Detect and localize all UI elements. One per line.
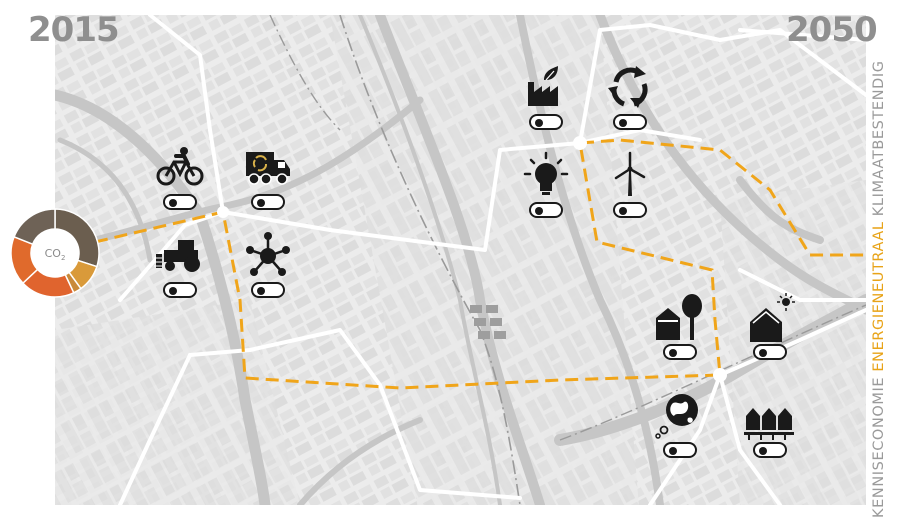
- earth-thought-icon: [655, 394, 698, 439]
- measure-recycle: [600, 62, 660, 142]
- svg-text:CO2: CO2: [45, 247, 66, 262]
- lightbulb-icon: [523, 151, 569, 195]
- measure-lightbulb: [516, 150, 576, 230]
- row-houses-toggle[interactable]: [753, 442, 787, 458]
- route-node: [713, 368, 727, 382]
- tractor-icon: [154, 240, 200, 272]
- start-year: 2015: [28, 10, 120, 50]
- houses-tree-icon: [656, 294, 702, 340]
- row-houses-icon: [744, 408, 794, 440]
- measure-bicycle: [150, 142, 210, 222]
- bicycle-icon: [156, 147, 204, 186]
- solar-house-toggle[interactable]: [753, 344, 787, 360]
- recycling-truck-icon: [246, 152, 290, 185]
- wind-turbine-icon: [614, 151, 646, 196]
- ambition-climate-proof: KLIMAATBESTENDIG: [871, 60, 887, 217]
- measure-solar-house: [740, 292, 800, 372]
- measure-row-houses: [740, 390, 800, 470]
- recycling-truck-toggle[interactable]: [251, 194, 285, 210]
- co2-gauge: CO2: [9, 207, 101, 299]
- measure-houses-tree: [650, 292, 710, 372]
- route-node: [573, 136, 587, 150]
- measure-wind-turbine: [600, 150, 660, 230]
- ambition-knowledge-economy: KENNISECONOMIE: [871, 376, 887, 518]
- district-boundaries: [118, 13, 868, 507]
- ambition-label: KENNISECONOMIE ENERGIENEUTRAAL KLIMAATBE…: [868, 60, 890, 518]
- solar-house-icon: [750, 293, 795, 342]
- network-icon: [246, 232, 290, 276]
- ambition-energy-neutral: ENERGIENEUTRAAL: [871, 221, 887, 372]
- recycle-arrows-icon: [608, 66, 648, 108]
- transition-route: [94, 138, 866, 390]
- tractor-toggle[interactable]: [163, 282, 197, 298]
- green-factory-toggle[interactable]: [529, 114, 563, 130]
- co2-ring: [10, 208, 100, 298]
- lightbulb-toggle[interactable]: [529, 202, 563, 218]
- co2-subscript: 2: [61, 254, 65, 262]
- network-toggle[interactable]: [251, 282, 285, 298]
- measure-network: [238, 230, 298, 310]
- route-node: [217, 206, 229, 218]
- earth-thought-toggle[interactable]: [663, 442, 697, 458]
- measure-recycling-truck: [238, 142, 298, 222]
- measure-earth-thought: [650, 390, 710, 470]
- green-factory-icon: [528, 66, 558, 106]
- bicycle-toggle[interactable]: [163, 194, 197, 210]
- wind-turbine-toggle[interactable]: [613, 202, 647, 218]
- co2-label: CO: [45, 247, 62, 260]
- measure-tractor: [150, 230, 210, 310]
- houses-tree-toggle[interactable]: [663, 344, 697, 360]
- measure-green-factory: [516, 62, 576, 142]
- end-year: 2050: [786, 10, 878, 50]
- recycle-toggle[interactable]: [613, 114, 647, 130]
